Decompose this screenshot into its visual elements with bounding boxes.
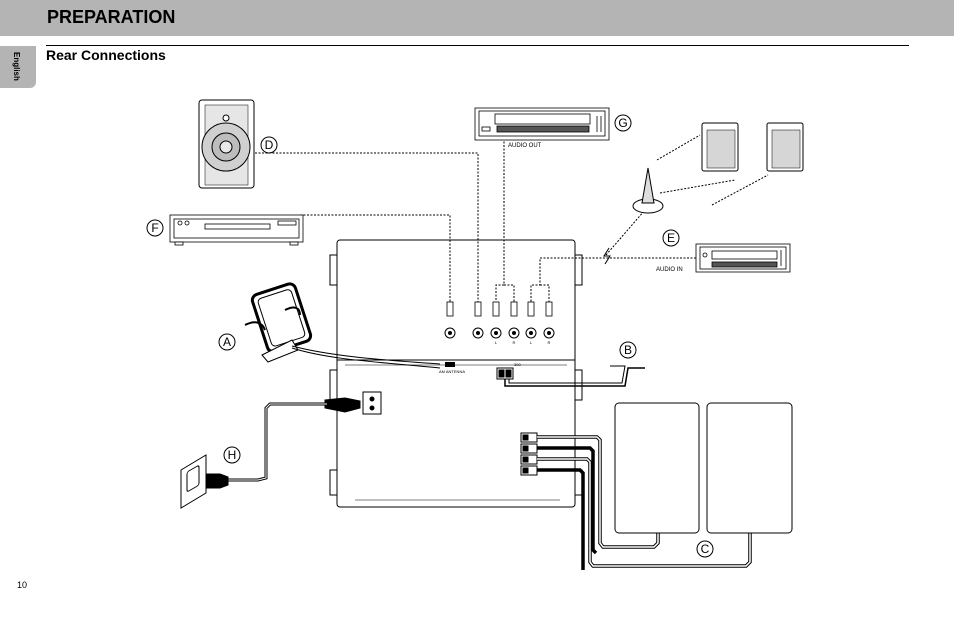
fm-label: 300	[514, 362, 521, 367]
section-title: Rear Connections	[46, 47, 166, 63]
callout-h: H	[228, 448, 237, 462]
speaker-cables-inner	[537, 436, 751, 567]
jack-label-r1: R	[513, 340, 516, 345]
device-g	[474, 107, 610, 141]
subwoofer-d	[198, 99, 255, 189]
callout-d: D	[265, 138, 274, 152]
audio-out-label: AUDIO OUT	[508, 143, 542, 149]
power-cable	[199, 391, 382, 489]
callout-e: E	[667, 231, 675, 245]
device-f	[169, 214, 304, 246]
jack-label-l2: L	[530, 340, 533, 345]
am-antenna-socket	[445, 362, 455, 367]
page-number: 10	[17, 580, 28, 590]
audio-in-label: AUDIO IN	[656, 267, 683, 273]
wall-outlet	[180, 454, 207, 509]
wireless-transmitter	[632, 167, 664, 214]
language-tab-label: English	[12, 52, 21, 81]
wireless-speakers	[701, 122, 804, 172]
fm-antenna	[496, 365, 645, 387]
callout-g: G	[618, 116, 627, 130]
am-antenna	[244, 282, 441, 369]
audio-jacks	[444, 327, 555, 339]
device-e	[695, 243, 791, 273]
main-speakers	[614, 402, 793, 534]
am-antenna-label: AM ANTENNA	[439, 369, 465, 374]
wireless-bolt-icon	[603, 247, 611, 265]
callout-f: F	[151, 221, 158, 235]
audio-cables	[255, 134, 769, 302]
speaker-terminals	[520, 432, 538, 476]
callout-a: A	[223, 335, 231, 349]
jack-label-r2: R	[548, 340, 551, 345]
page-title: PREPARATION	[47, 7, 176, 27]
language-tab: English	[0, 46, 36, 88]
jack-label-l1: L	[495, 340, 498, 345]
rca-plugs	[446, 301, 553, 317]
callout-c: C	[701, 542, 710, 556]
header-bar	[0, 0, 954, 36]
callout-b: B	[624, 343, 632, 357]
section-divider	[46, 45, 909, 46]
